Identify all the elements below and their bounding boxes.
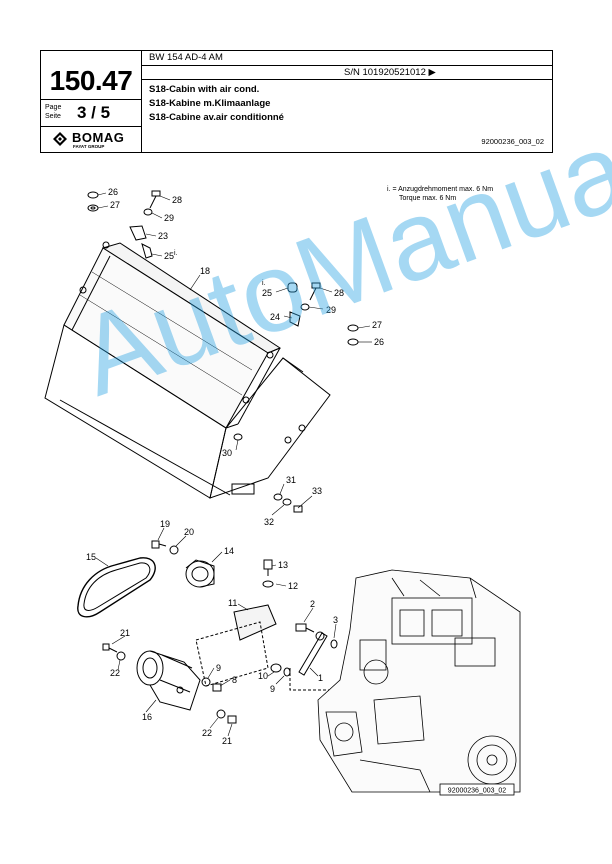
callout-label: 16 (142, 712, 152, 722)
callout-label: 2 (310, 599, 315, 609)
page-label-de: Page (45, 104, 62, 111)
callout-label: 12 (288, 581, 298, 591)
divider (141, 79, 552, 80)
document-number: 150.47 (49, 65, 133, 96)
ac-compressor (136, 650, 201, 711)
callout-label: 1 (318, 673, 323, 683)
serial-text: S/N 101920521012 (344, 67, 426, 78)
play-arrow-icon[interactable]: ▶ (428, 67, 436, 78)
torque-note: i. = Anzugdrehmoment max. 6 Nm Torque ma… (387, 186, 493, 203)
torque-note-line1: i. = Anzugdrehmoment max. 6 Nm (387, 186, 494, 193)
page-number: 3 / 5 (77, 103, 111, 122)
callout-label: 20 (184, 527, 194, 537)
callout-label: 25 (262, 288, 272, 298)
callout-label: 31 (286, 475, 296, 485)
callout-label: 8 (232, 675, 237, 685)
callout-label: 28 (334, 288, 344, 298)
callout-label: 19 (160, 519, 170, 529)
callout-label: 22 (202, 728, 212, 738)
callout-label: 18 (200, 266, 210, 276)
condenser-frame (44, 324, 331, 499)
logo-brand: BOMAG (72, 130, 125, 145)
title-fr: S18-Cabine av.air conditionné (149, 112, 284, 123)
callout-label: 3 (333, 615, 338, 625)
model-name: BW 154 AD-4 AM (149, 52, 223, 63)
engine-block (317, 569, 521, 793)
callout-label: 15 (86, 552, 96, 562)
divider (41, 99, 141, 100)
callout-label: 33 (312, 486, 322, 496)
torque-note-line2: Torque max. 6 Nm (399, 194, 457, 202)
svg-text:i.: i. (262, 280, 266, 287)
note-marks: i. i. (174, 250, 266, 287)
svg-text:i.: i. (174, 250, 178, 257)
callout-label: 13 (278, 560, 288, 570)
drive-belt (77, 557, 156, 618)
callout-label: 11 (228, 598, 237, 608)
callout-label: 21 (222, 736, 232, 746)
divider (141, 65, 552, 66)
callout-labels: 26 27 28 29 23 25 18 25 28 24 29 27 26 3… (86, 187, 384, 746)
callout-label: 21 (120, 628, 130, 638)
callout-label: 9 (216, 663, 221, 673)
drawing-code-box-text: 92000236_003_02 (448, 788, 507, 795)
callout-label: 9 (270, 684, 275, 694)
page-label-fr: Seite (45, 113, 61, 120)
divider (141, 51, 142, 152)
callout-label: 23 (158, 231, 168, 241)
serial-number[interactable]: S/N 101920521012 ▶ (344, 67, 436, 78)
title-block: BW 154 AD-4 AM S/N 101920521012 ▶ 150.47… (40, 50, 553, 153)
bomag-logo: BOMAG FAYAT GROUP (53, 129, 133, 151)
drawing-code-box (439, 783, 515, 796)
drawing-code: 92000236_003_02 (481, 137, 544, 146)
callout-label: 29 (326, 305, 336, 315)
callout-label: 29 (164, 213, 174, 223)
title-de: S18-Kabine m.Klimaanlage (149, 98, 271, 109)
callout-label: 24 (270, 312, 280, 322)
callout-label: 14 (224, 546, 234, 556)
callout-label: 26 (108, 187, 118, 197)
callout-label: 27 (110, 200, 120, 210)
title-en: S18-Cabin with air cond. (149, 84, 260, 95)
divider (41, 126, 141, 127)
callout-label: 28 (172, 195, 182, 205)
callout-label: 25 (164, 251, 174, 261)
callout-label: 30 (222, 448, 232, 458)
callout-label: 10 (258, 671, 268, 681)
bomag-diamond-icon (53, 132, 67, 146)
callout-label: 27 (372, 320, 382, 330)
callout-label: 22 (110, 668, 120, 678)
logo-group: FAYAT GROUP (73, 144, 105, 149)
callout-label: 26 (374, 337, 384, 347)
callout-label: 32 (264, 517, 274, 527)
